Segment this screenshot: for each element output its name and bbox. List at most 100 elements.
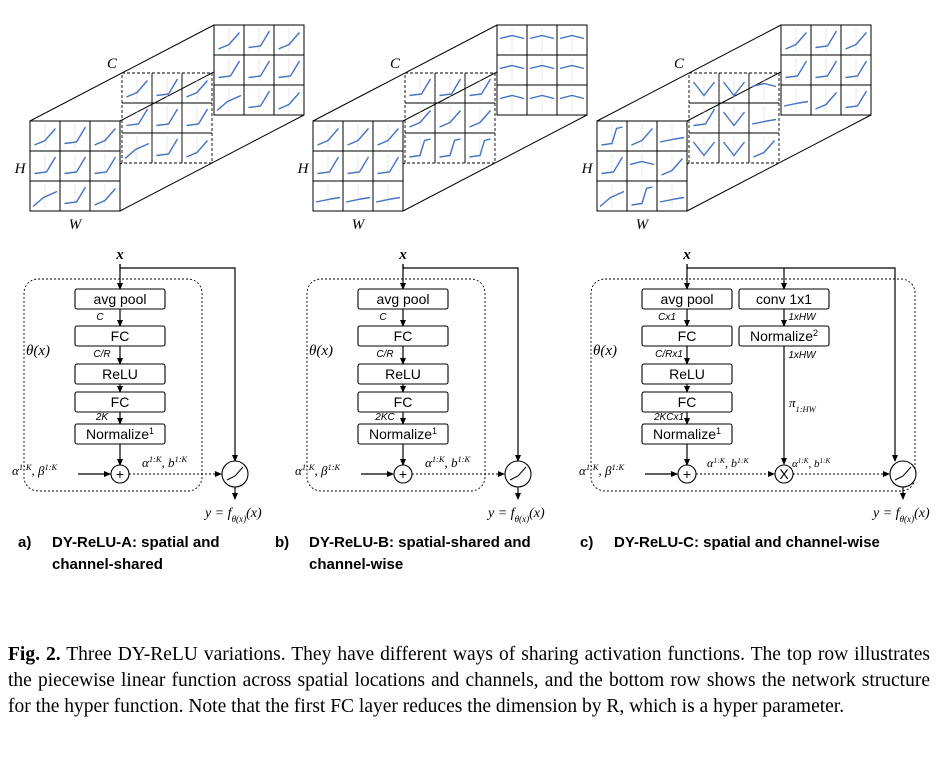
- activation-curve: [34, 128, 57, 146]
- fc1-box-label: FC: [394, 328, 413, 344]
- activation-curve: [661, 158, 684, 176]
- activation-curve: [751, 118, 777, 125]
- middle-face-grid: [404, 72, 496, 164]
- activation-curve: [64, 126, 87, 145]
- coef-label: α1:K, b1:K: [425, 454, 471, 470]
- input-x-label: x: [398, 247, 407, 263]
- grid-cell: [748, 132, 780, 164]
- plus-symbol: +: [116, 466, 124, 482]
- fc2-box-label: FC: [111, 394, 130, 410]
- output-label: y = fθ(x)(x): [871, 506, 930, 524]
- panel-letter: a): [18, 534, 31, 551]
- dim-label-c: C: [390, 56, 401, 72]
- activation-curve: [317, 156, 340, 175]
- panel-title-line1: DY-ReLU-A: spatial and: [52, 534, 220, 551]
- activation-glyph: [894, 466, 912, 481]
- panel-title-line1: DY-ReLU-C: spatial and channel-wise: [614, 534, 880, 551]
- activation-curve: [559, 34, 585, 40]
- activation-curve: [347, 128, 370, 146]
- normalize-box-label: Normalize1: [86, 426, 154, 442]
- dim-label-c: C: [674, 56, 685, 72]
- activation-curve: [753, 140, 776, 158]
- activation-curve: [785, 60, 808, 79]
- activation-curve: [439, 110, 462, 128]
- conv-dim-label: 1xHW: [788, 312, 817, 323]
- theta-label: θ(x): [26, 343, 50, 359]
- activation-curve: [64, 186, 87, 205]
- activation-curve: [815, 92, 838, 110]
- panel-letter: b): [275, 534, 289, 551]
- activation-curve: [559, 64, 585, 70]
- dim-after-pool: Cx1: [658, 312, 676, 323]
- fc1-box-label: FC: [111, 328, 130, 344]
- activation-curve: [94, 156, 117, 175]
- caption-label: Fig. 2.: [8, 644, 61, 665]
- activation-curve: [722, 81, 746, 97]
- activation-curve: [156, 108, 179, 127]
- activation-node: [889, 460, 917, 488]
- fc2-box-label: FC: [394, 394, 413, 410]
- grid-cell: [181, 132, 213, 164]
- activation-curve: [599, 190, 625, 208]
- activation-glyph: [226, 466, 244, 481]
- bypass-x-arrow: [686, 264, 898, 462]
- output-label: y = fθ(x)(x): [486, 506, 545, 524]
- dim-label-w: W: [69, 217, 83, 233]
- activation-curve: [377, 156, 400, 175]
- hyper-function-region: [23, 278, 203, 492]
- relu-box-label: ReLU: [385, 366, 421, 382]
- fc2-box-label: FC: [678, 394, 697, 410]
- caption-text: Three DY-ReLU variations. They have diff…: [8, 644, 930, 717]
- activation-curve: [278, 32, 301, 50]
- dim-after-fc1: C/R: [93, 349, 110, 360]
- activation-curve: [377, 128, 400, 146]
- coef2-label: α1:K, b1:K: [792, 457, 831, 470]
- activation-curve: [692, 81, 716, 97]
- activation-curve: [32, 190, 58, 208]
- init-coef-label: α1:K, β1:K: [12, 462, 57, 478]
- activation-curve: [248, 90, 271, 109]
- panel-title-line2: channel-wise: [309, 556, 403, 573]
- activation-node: [221, 460, 249, 488]
- activation-curve: [186, 108, 209, 127]
- activation-curve: [783, 100, 809, 107]
- norm2-dim-label: 1xHW: [788, 350, 817, 361]
- activation-curve: [469, 138, 491, 158]
- theta-label: θ(x): [309, 343, 333, 359]
- dim-after-fc2: 2KCx1: [653, 412, 684, 423]
- activation-curve: [409, 110, 432, 128]
- relu-box-label: ReLU: [669, 366, 705, 382]
- activation-curve: [126, 108, 149, 127]
- avg-pool-box-label: avg pool: [661, 291, 714, 307]
- activation-curve: [278, 92, 301, 110]
- hyper-function-region: [306, 278, 486, 492]
- input-x-label: x: [682, 247, 691, 263]
- normalize-box-label: Normalize1: [653, 426, 721, 442]
- dim-after-fc1: C/Rx1: [655, 349, 683, 360]
- grid-cell: [464, 132, 496, 164]
- output-label: y = fθ(x)(x): [203, 506, 262, 524]
- dim-label-h: H: [581, 161, 594, 177]
- activation-curve: [722, 141, 746, 157]
- dim-label-h: H: [297, 161, 310, 177]
- activation-curve: [469, 110, 492, 128]
- activation-curve: [94, 128, 117, 146]
- coef-label: α1:K, b1:K: [707, 456, 750, 471]
- activation-curve: [248, 60, 271, 79]
- activation-curve: [601, 156, 624, 175]
- coef-label: α1:K, b1:K: [142, 454, 188, 470]
- normalize-box-label: Normalize1: [369, 426, 437, 442]
- activation-curve: [659, 196, 685, 203]
- plus-symbol: +: [683, 466, 691, 482]
- dim-label-w: W: [352, 217, 366, 233]
- activation-curve: [631, 186, 653, 206]
- activation-curve: [845, 90, 868, 109]
- activation-curve: [409, 78, 432, 97]
- init-coef-label: α1:K, β1:K: [579, 462, 624, 478]
- feature-tensor: CHW: [581, 24, 872, 233]
- dim-after-fc2: 2KC: [374, 412, 395, 423]
- activation-curve: [629, 160, 655, 166]
- pi-label: π1:HW: [789, 395, 817, 414]
- middle-face-grid: [121, 72, 213, 164]
